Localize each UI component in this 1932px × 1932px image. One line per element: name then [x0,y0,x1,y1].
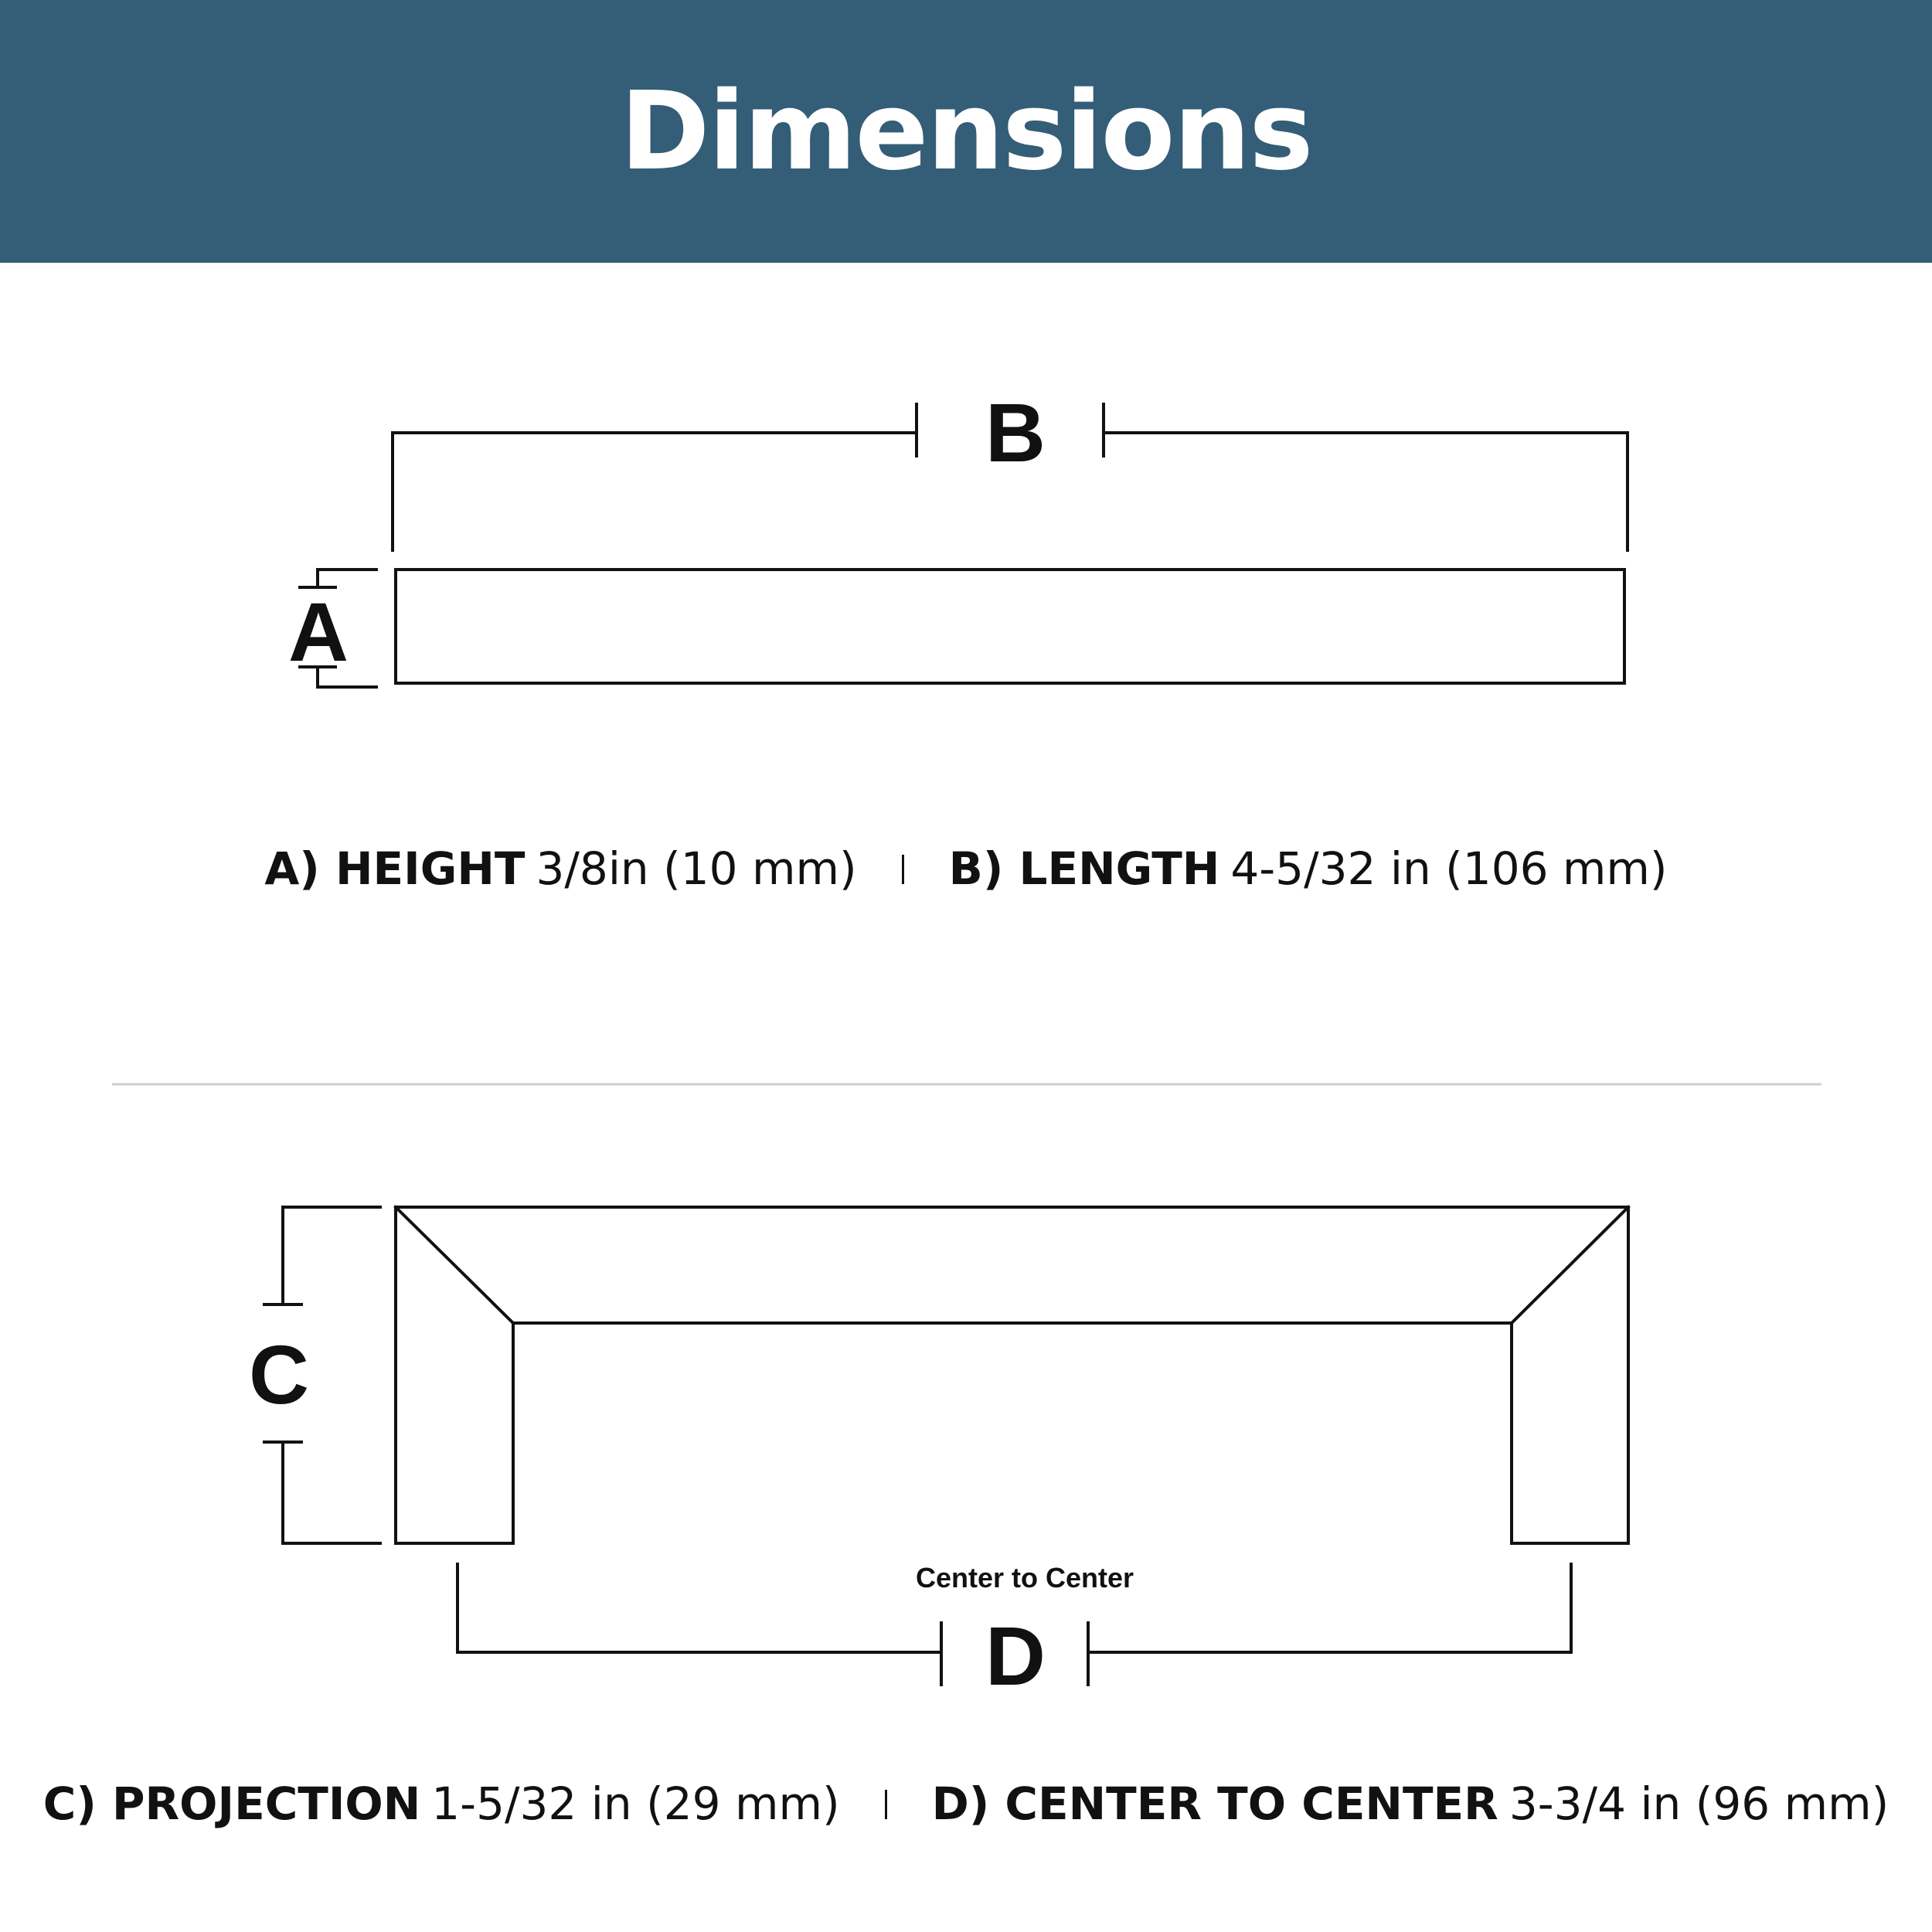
dimension-a-line [298,568,378,689]
projection-label: C) PROJECTION [43,1777,421,1830]
dimension-d-label: D [985,1609,1046,1702]
handle-side-view [393,1205,1631,1545]
center-to-center-value: 3-3/4 in (96 mm) [1509,1777,1889,1830]
center-to-center-label: D) CENTER TO CENTER [931,1777,1498,1830]
dimension-b-line [391,403,1629,552]
separator [884,1790,887,1819]
header-banner: Dimensions [0,0,1932,263]
handle-top-view [394,568,1626,685]
projection-value: 1-5/32 in (29 mm) [431,1777,840,1830]
dimension-a-label: A [288,585,349,679]
length-value: 4-5/32 in (106 mm) [1230,842,1668,895]
dimension-c-line [263,1206,382,1545]
height-label: A) HEIGHT [264,842,526,895]
length-label: B) LENGTH [948,842,1220,895]
height-value: 3/8in (10 mm) [536,842,857,895]
dimension-b-label: B [985,386,1046,479]
dimension-d-line [456,1563,1573,1686]
page-title: Dimensions [620,68,1313,195]
center-to-center-note: Center to Center [916,1562,1134,1594]
dimension-row-ab: A) HEIGHT 3/8in (10 mm) B) LENGTH 4-5/32… [0,842,1932,895]
dimension-c-label: C [249,1328,309,1421]
separator [901,855,904,884]
dimension-row-cd: C) PROJECTION 1-5/32 in (29 mm) D) CENTE… [0,1777,1932,1830]
